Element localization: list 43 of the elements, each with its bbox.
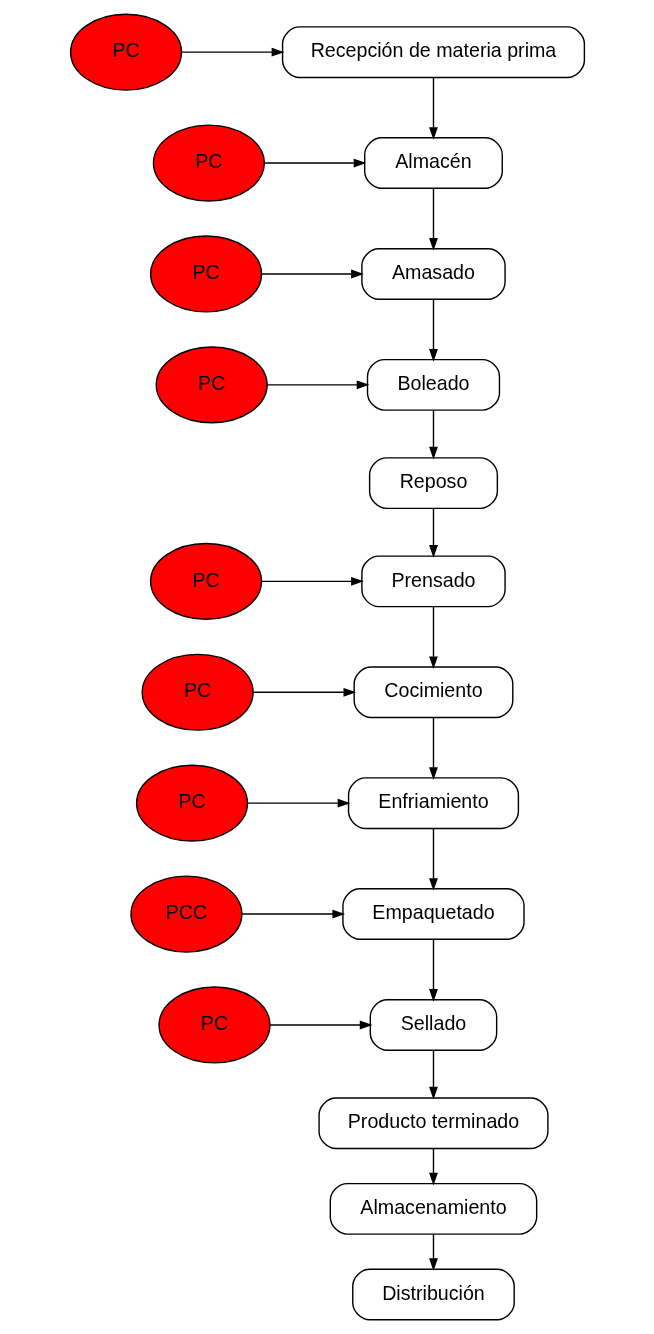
node-ellipse: PCC (129, 875, 243, 953)
node-box: Boleado (366, 358, 500, 411)
node-ellipse: PC (149, 235, 262, 313)
node-box: Empaquetado (341, 888, 525, 941)
arrow (428, 298, 438, 362)
node-box: Sellado (369, 999, 497, 1051)
arrow (260, 576, 364, 586)
arrow (428, 187, 438, 251)
arrow (428, 716, 438, 780)
node-box: Cocimiento (352, 666, 513, 719)
node-ellipse: PC (155, 346, 268, 424)
arrow (240, 909, 345, 919)
node-ellipse: PC (141, 653, 254, 731)
arrow (428, 938, 438, 1002)
node-ellipse: PC (135, 764, 248, 842)
arrow (180, 47, 284, 57)
arrow (246, 798, 350, 808)
arrow (428, 1049, 438, 1100)
node-ellipse: PC (157, 986, 271, 1064)
arrow (428, 827, 438, 891)
node-box: Prensado (360, 555, 506, 608)
arrow (428, 76, 438, 140)
node-box: Enfriamiento (347, 777, 519, 830)
node-box: Almacén (363, 137, 503, 189)
node-box: Amasado (360, 248, 506, 300)
arrow (428, 1233, 438, 1271)
node-box: Producto terminado (317, 1097, 549, 1150)
arrow (265, 380, 369, 390)
arrow (263, 158, 366, 168)
arrow (428, 507, 438, 558)
arrow (252, 687, 356, 697)
node-box: Reposo (368, 457, 498, 510)
arrow (428, 409, 438, 460)
node-ellipse: PC (152, 124, 265, 202)
node-ellipse: PC (149, 542, 262, 620)
node-box: Distribución (351, 1268, 515, 1321)
node-box: Almacenamiento (329, 1182, 537, 1235)
arrow (260, 269, 364, 279)
arrow (268, 1020, 372, 1030)
arrow (428, 606, 438, 670)
node-ellipse: PC (69, 13, 182, 91)
node-box: Recepción de materia prima (281, 26, 585, 79)
arrow (428, 1147, 438, 1186)
